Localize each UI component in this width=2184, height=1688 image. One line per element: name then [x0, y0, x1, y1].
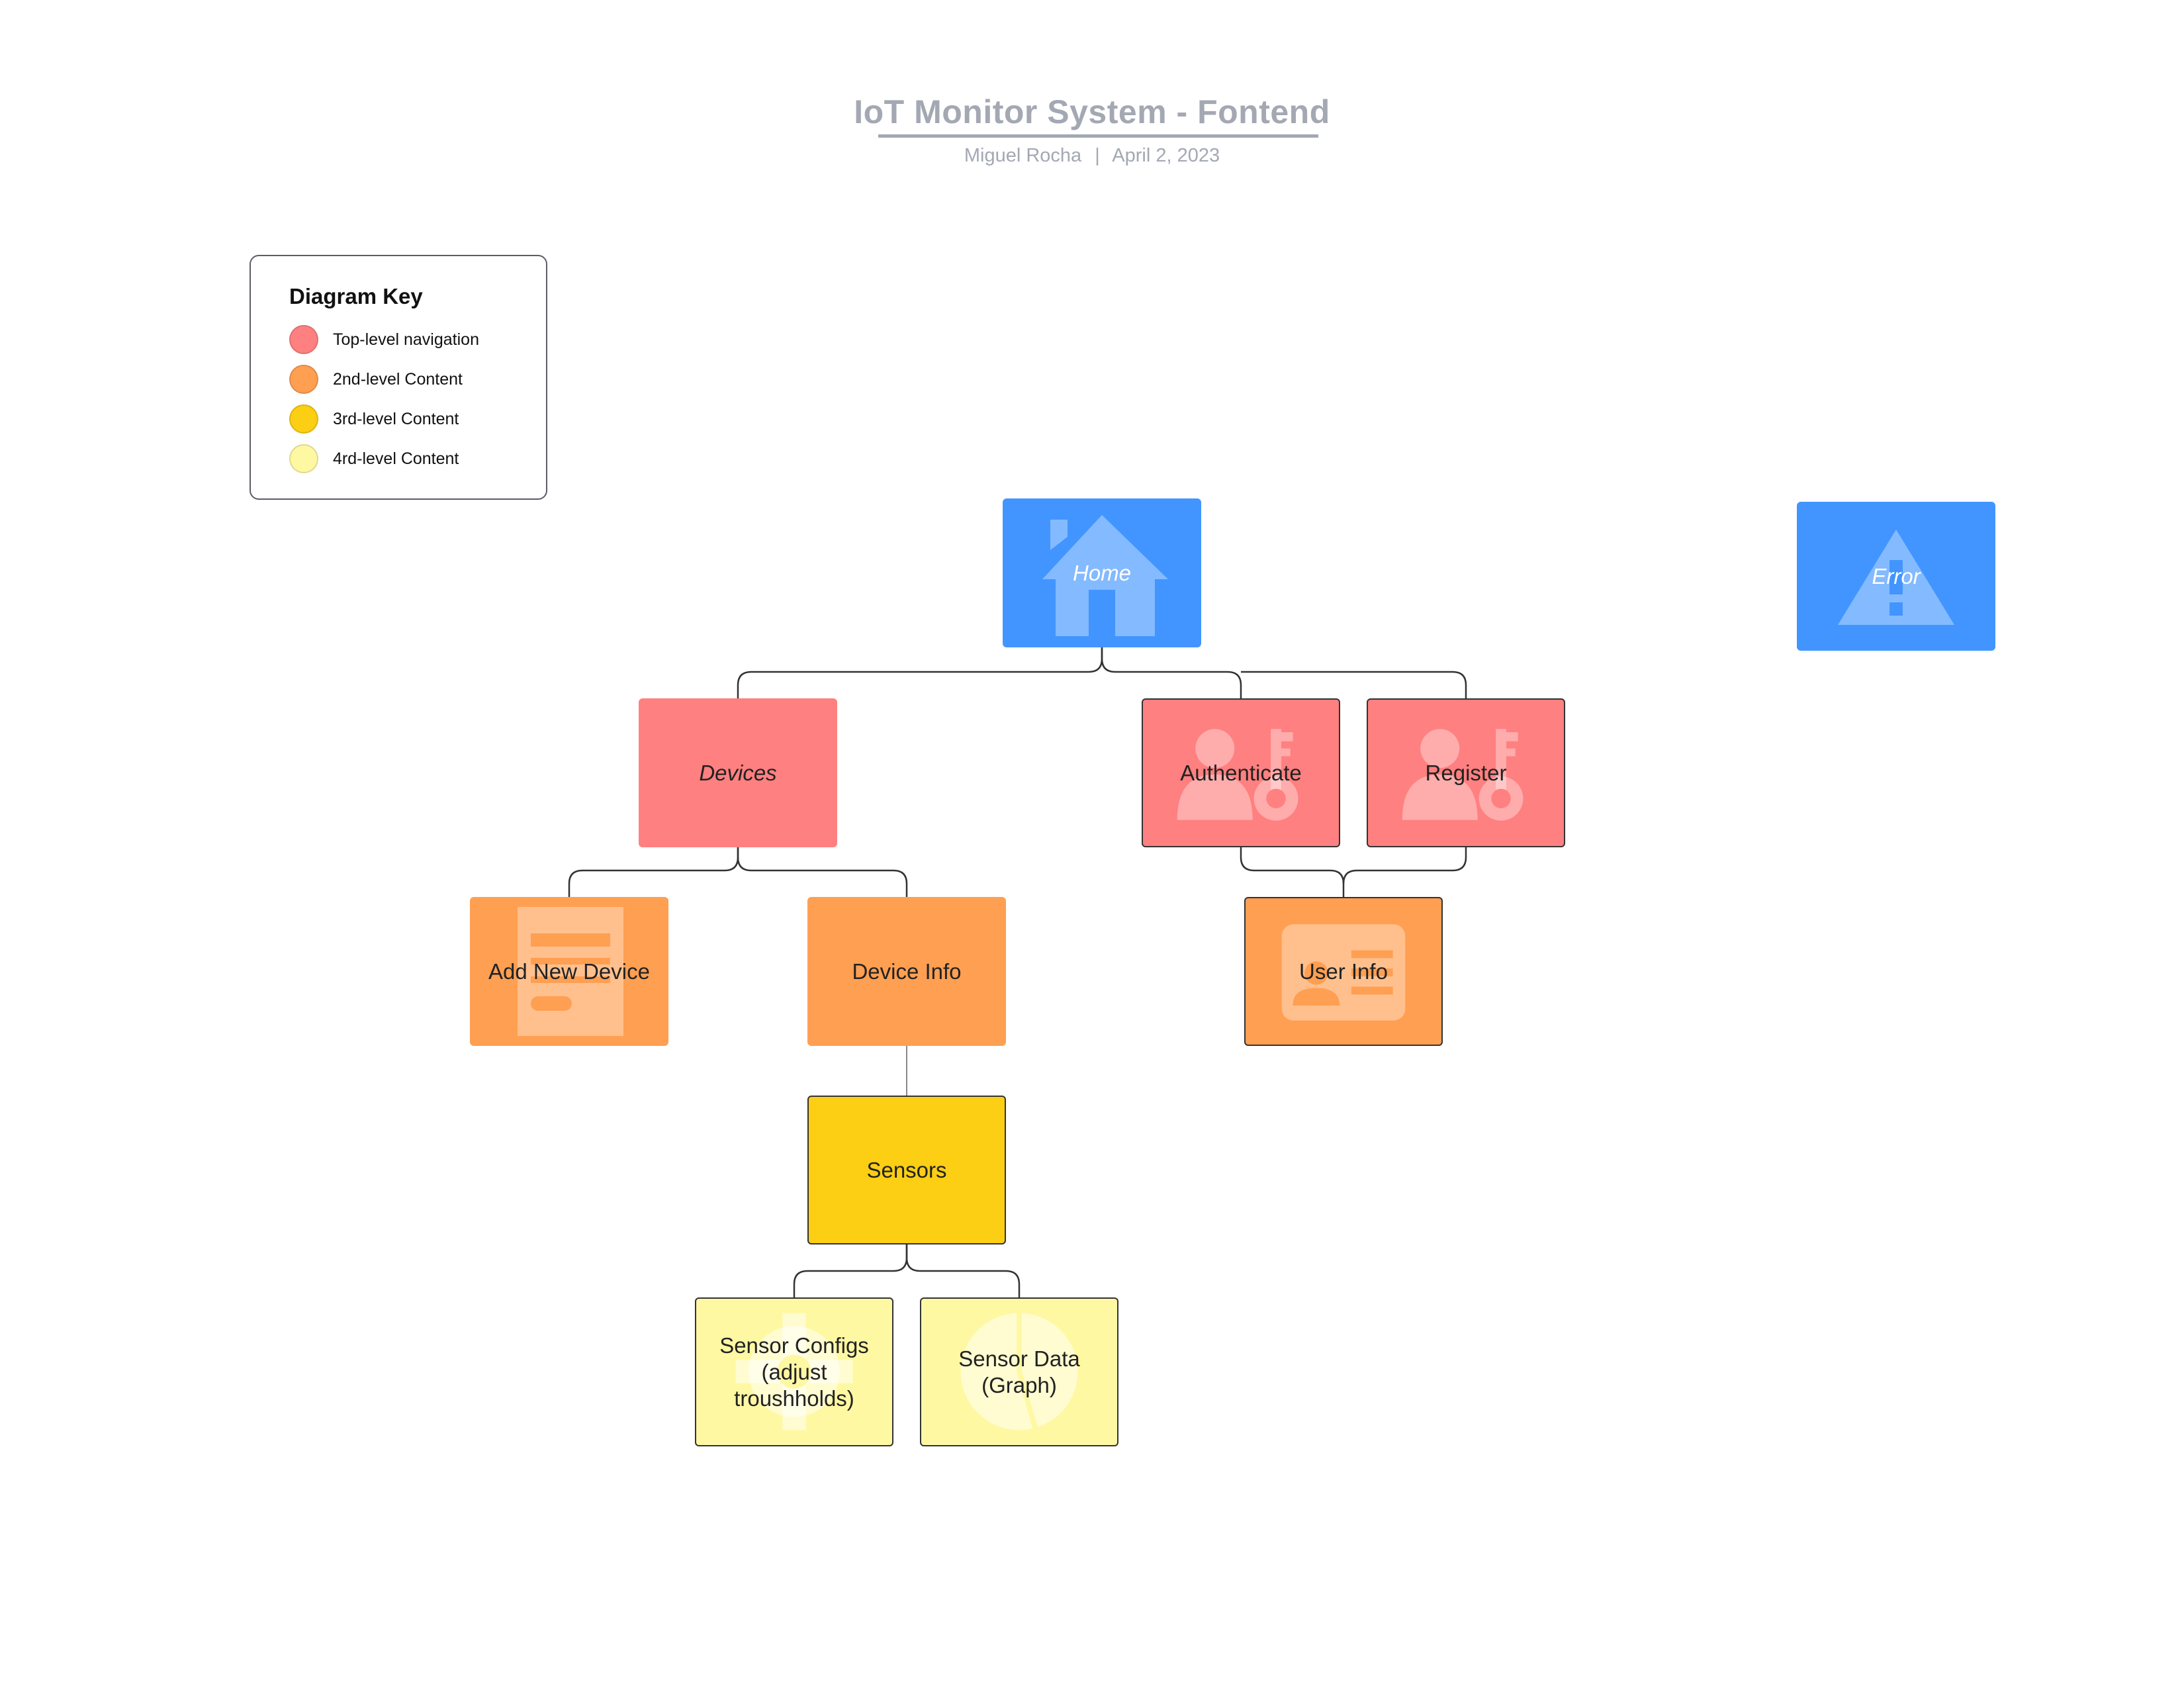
node-error[interactable]: Error [1797, 502, 1995, 651]
key-item-top-level: Top-level navigation [289, 324, 479, 355]
connector-devices-addnew [568, 847, 739, 897]
page-subtitle: Miguel Rocha | April 2, 2023 [0, 145, 2184, 167]
node-label: Add New Device [488, 959, 650, 984]
connector-sensors-configs [793, 1244, 908, 1297]
pie-chart-icon [960, 1313, 1078, 1430]
subtitle-separator: | [1095, 145, 1100, 166]
node-label: Sensor Configs (adjust troushholds) [719, 1333, 869, 1411]
node-label: Home [1072, 560, 1132, 585]
node-sensors[interactable]: Sensors [807, 1096, 1006, 1244]
node-sensor-configs[interactable]: Sensor Configs (adjust troushholds) [695, 1297, 893, 1446]
node-label: Sensor Data (Graph) [958, 1346, 1080, 1397]
page-title: IoT Monitor System - Fontend [854, 93, 1330, 130]
form-icon [518, 907, 623, 1036]
node-user-info[interactable]: User Info [1244, 897, 1443, 1046]
node-label: Register [1425, 760, 1507, 785]
key-item-second-level: 2nd-level Content [289, 363, 463, 395]
key-label: 3rd-level Content [333, 409, 459, 428]
document-date: April 2, 2023 [1112, 145, 1220, 166]
node-label: Sensors [866, 1157, 947, 1182]
key-swatch-light-yellow [289, 444, 318, 473]
node-label: Authenticate [1180, 760, 1302, 785]
key-label: 2nd-level Content [333, 369, 463, 389]
warning-icon [1838, 530, 1954, 625]
connector-register-userinfo [1342, 847, 1467, 884]
author-name: Miguel Rocha [964, 145, 1082, 166]
connector-home-devices [737, 645, 1103, 698]
node-devices[interactable]: Devices [639, 698, 837, 847]
id-card-icon [1281, 924, 1406, 1021]
node-label: Devices [699, 760, 777, 785]
node-add-new-device[interactable]: Add New Device [470, 897, 668, 1046]
node-sensor-data[interactable]: Sensor Data (Graph) [920, 1297, 1118, 1446]
connector-home-register [1241, 671, 1467, 698]
diagram-key-title: Diagram Key [289, 284, 423, 308]
gear-icon [735, 1313, 853, 1430]
key-label: Top-level navigation [333, 330, 479, 349]
key-label: 4rd-level Content [333, 449, 459, 468]
connector-devices-deviceinfo [737, 847, 908, 897]
node-label: Error [1872, 563, 1921, 588]
node-authenticate[interactable]: Authenticate [1142, 698, 1340, 847]
connector-home-authenticate [1101, 645, 1242, 698]
connector-sensors-data [905, 1244, 1021, 1297]
title-underline [878, 134, 1318, 138]
key-swatch-red [289, 325, 318, 354]
key-item-third-level: 3rd-level Content [289, 403, 459, 435]
node-label: User Info [1299, 959, 1388, 984]
diagram-key: Diagram Key Top-level navigation 2nd-lev… [250, 255, 547, 500]
node-device-info[interactable]: Device Info [807, 897, 1006, 1046]
node-home[interactable]: Home [1003, 498, 1201, 647]
key-item-fourth-level: 4rd-level Content [289, 443, 459, 475]
key-swatch-orange [289, 365, 318, 394]
user-key-icon [1177, 729, 1298, 821]
node-register[interactable]: Register [1367, 698, 1565, 847]
user-key-icon [1402, 729, 1524, 821]
connector-authenticate-userinfo [1240, 847, 1345, 897]
house-icon [1042, 515, 1168, 636]
node-label: Device Info [852, 959, 962, 984]
key-swatch-yellow [289, 404, 318, 434]
